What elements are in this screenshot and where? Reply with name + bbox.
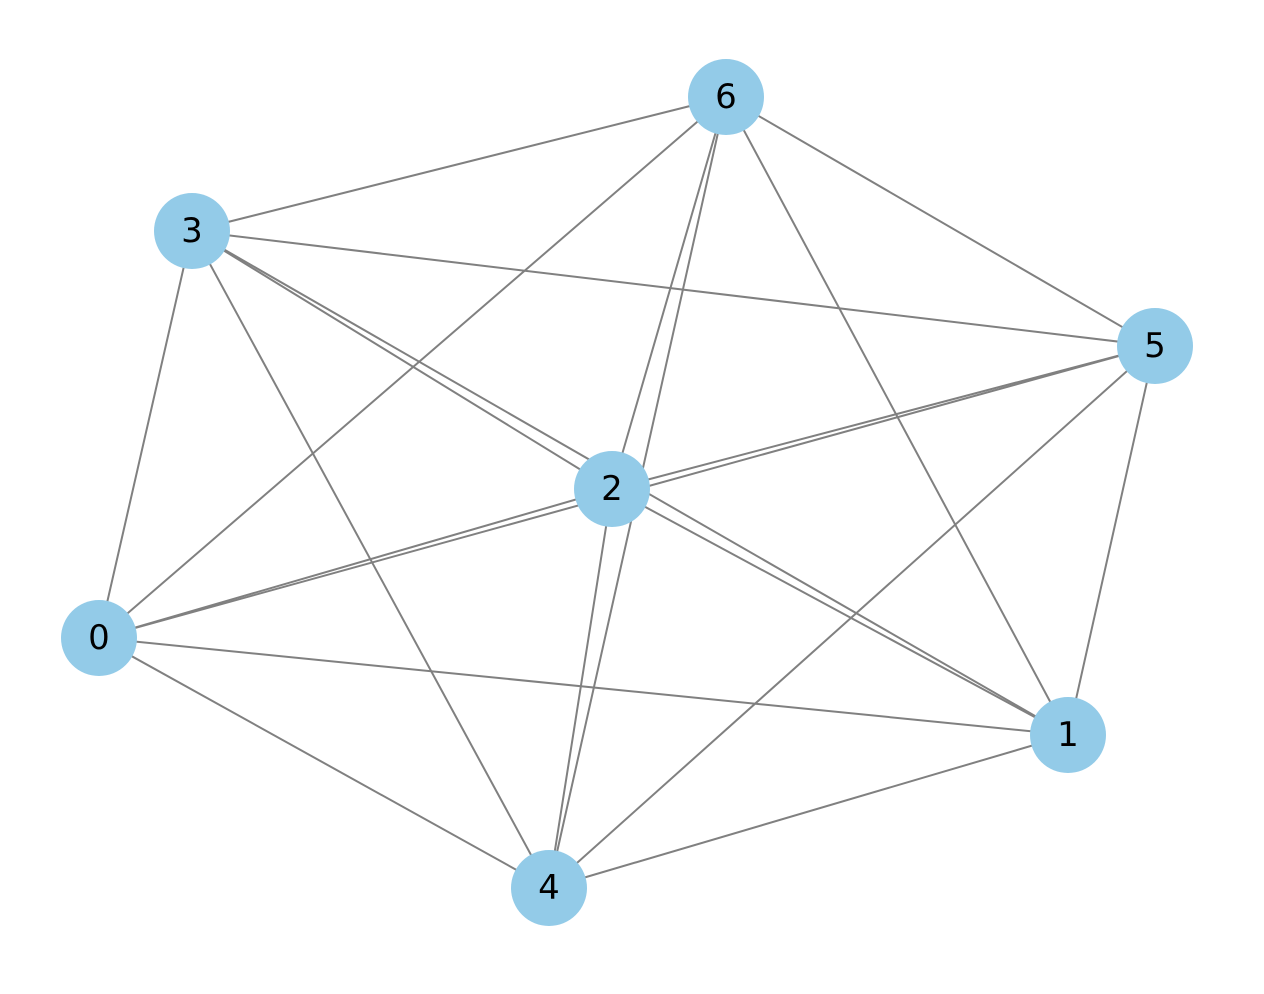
edge-0-1 (98, 637, 1069, 736)
node-label: 6 (715, 77, 737, 117)
node-circle (1117, 308, 1193, 384)
node-label: 5 (1144, 326, 1166, 366)
node-5: 5 (1117, 308, 1193, 384)
edge-0-2 (98, 488, 613, 639)
edge-3-2 (191, 230, 613, 490)
node-label: 2 (601, 469, 623, 509)
edge-3-6 (191, 96, 727, 232)
edge-5-4 (548, 345, 1156, 889)
edge-6-1 (725, 96, 1069, 736)
edge-3-4 (191, 230, 550, 889)
node-circle (511, 850, 587, 926)
nodes-layer: 0 1 2 3 4 5 6 (61, 59, 1193, 926)
node-label: 1 (1057, 715, 1079, 755)
node-6: 6 (688, 59, 764, 135)
edge-0-4 (98, 637, 550, 889)
node-label: 3 (181, 211, 203, 251)
node-label: 0 (88, 618, 110, 658)
node-2: 2 (574, 451, 650, 527)
edge-2-4 (548, 488, 613, 889)
edge-3-5 (191, 230, 1156, 347)
node-circle (154, 193, 230, 269)
node-1: 1 (1030, 697, 1106, 773)
node-4: 4 (511, 850, 587, 926)
edge-6-5 (725, 96, 1156, 347)
edge-5-2 (611, 345, 1156, 490)
node-circle (688, 59, 764, 135)
node-label: 4 (538, 868, 560, 908)
node-circle (61, 600, 137, 676)
node-0: 0 (61, 600, 137, 676)
node-3: 3 (154, 193, 230, 269)
edge-4-1 (548, 734, 1069, 889)
edge-2-1 (611, 488, 1069, 736)
node-circle (1030, 697, 1106, 773)
edge-0-3 (98, 230, 193, 639)
edge-6-2 (611, 96, 727, 490)
node-circle (574, 451, 650, 527)
edge-5-1 (1067, 345, 1156, 736)
